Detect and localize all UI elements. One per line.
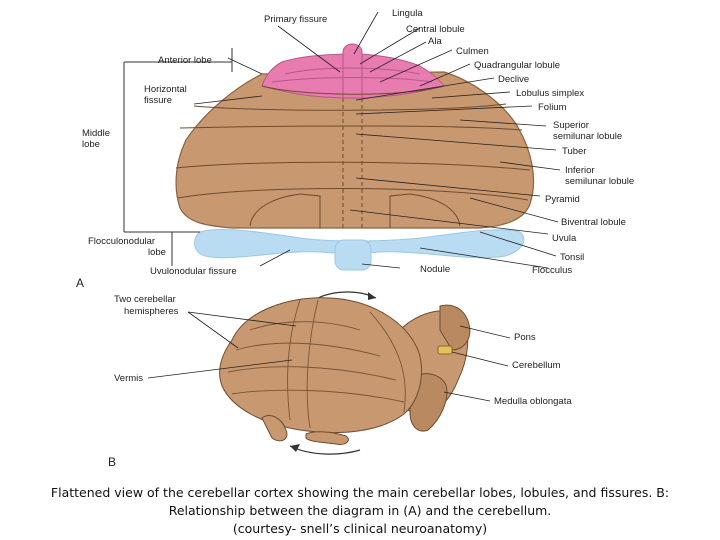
rotation-arrow-top (317, 291, 377, 299)
label-cerebellum: Cerebellum (512, 360, 561, 371)
lobe-brackets (123, 48, 233, 266)
tonsil-piece-shape (261, 415, 288, 442)
label-lingula: Lingula (392, 8, 423, 19)
rotation-arrow-bottom (289, 445, 361, 455)
nodule-piece-shape (305, 431, 349, 445)
label-flocculonodular-lobe-line2: lobe (148, 247, 166, 258)
label-superior-semilunar-lobule-line2: semilunar lobule (553, 131, 622, 142)
cerebellum-body-shape (175, 71, 535, 229)
label-inferior-semilunar-lobule: Inferior (565, 165, 595, 176)
folia-lines-b (227, 299, 406, 429)
label-middle-lobe: Middle (82, 128, 110, 139)
label-uvulonodular-fissure: Uvulonodular fissure (150, 266, 237, 277)
label-two-cerebellar-hemispheres: Two cerebellar (114, 294, 176, 305)
label-flocculus: Flocculus (532, 265, 572, 276)
label-vermis: Vermis (114, 373, 143, 384)
label-tonsil: Tonsil (560, 252, 584, 263)
label-lobulus-simplex: Lobulus simplex (516, 88, 584, 99)
label-biventral-lobule: Biventral lobule (561, 217, 626, 228)
label-medulla-oblongata: Medulla oblongata (494, 396, 572, 407)
pons-shape (439, 304, 471, 351)
caption-line-1: Flattened view of the cerebellar cortex … (50, 485, 670, 500)
leader-lines-b (147, 311, 511, 402)
label-folium: Folium (538, 102, 567, 113)
label-inferior-semilunar-lobule-line2: semilunar lobule (565, 176, 634, 187)
label-middle-lobe-line2: lobe (82, 139, 100, 150)
label-uvula: Uvula (552, 233, 577, 244)
label-pyramid: Pyramid (545, 194, 580, 205)
label-ala: Ala (428, 36, 442, 47)
label-superior-semilunar-lobule: Superior (553, 120, 589, 131)
diagram-b: Two cerebellar hemispheres Vermis Pons C… (108, 291, 572, 469)
fissure-lines (175, 67, 531, 228)
rotation-arrow-bottom-head (290, 444, 300, 452)
figure-caption: Flattened view of the cerebellar cortex … (0, 484, 720, 538)
rotation-arrow-top-head (368, 292, 376, 300)
leader-lines (193, 11, 561, 269)
caption-line-3: (courtesy- snell’s clinical neuroanatomy… (232, 521, 488, 536)
cerebellum-b-shape (219, 297, 422, 434)
caption-line-2: Relationship between the diagram in (A) … (168, 503, 552, 518)
label-horizontal-fissure-line2: fissure (144, 95, 172, 106)
label-flocculonodular-lobe: Flocculonodular (88, 236, 155, 247)
label-two-cerebellar-hemispheres-line2: hemispheres (124, 306, 179, 317)
label-horizontal-fissure: Horizontal (144, 84, 187, 95)
panel-letter-a: A (76, 276, 84, 290)
label-quadrangular-lobule: Quadrangular lobule (474, 60, 560, 71)
label-primary-fissure: Primary fissure (264, 14, 327, 25)
label-anterior-lobe: Anterior lobe (158, 55, 212, 66)
label-nodule: Nodule (420, 264, 450, 275)
diagram-a: Primary fissure Anterior lobe Horizontal… (76, 8, 634, 290)
label-pons: Pons (514, 332, 536, 343)
label-tuber: Tuber (562, 146, 586, 157)
label-central-lobule: Central lobule (406, 24, 465, 35)
label-culmen: Culmen (456, 46, 489, 57)
panel-letter-b: B (108, 455, 116, 469)
cerebellar-peduncle-marker (437, 345, 453, 355)
label-declive: Declive (498, 74, 529, 85)
nodule-shape (334, 239, 372, 271)
vermis-strip-shape (342, 43, 363, 99)
